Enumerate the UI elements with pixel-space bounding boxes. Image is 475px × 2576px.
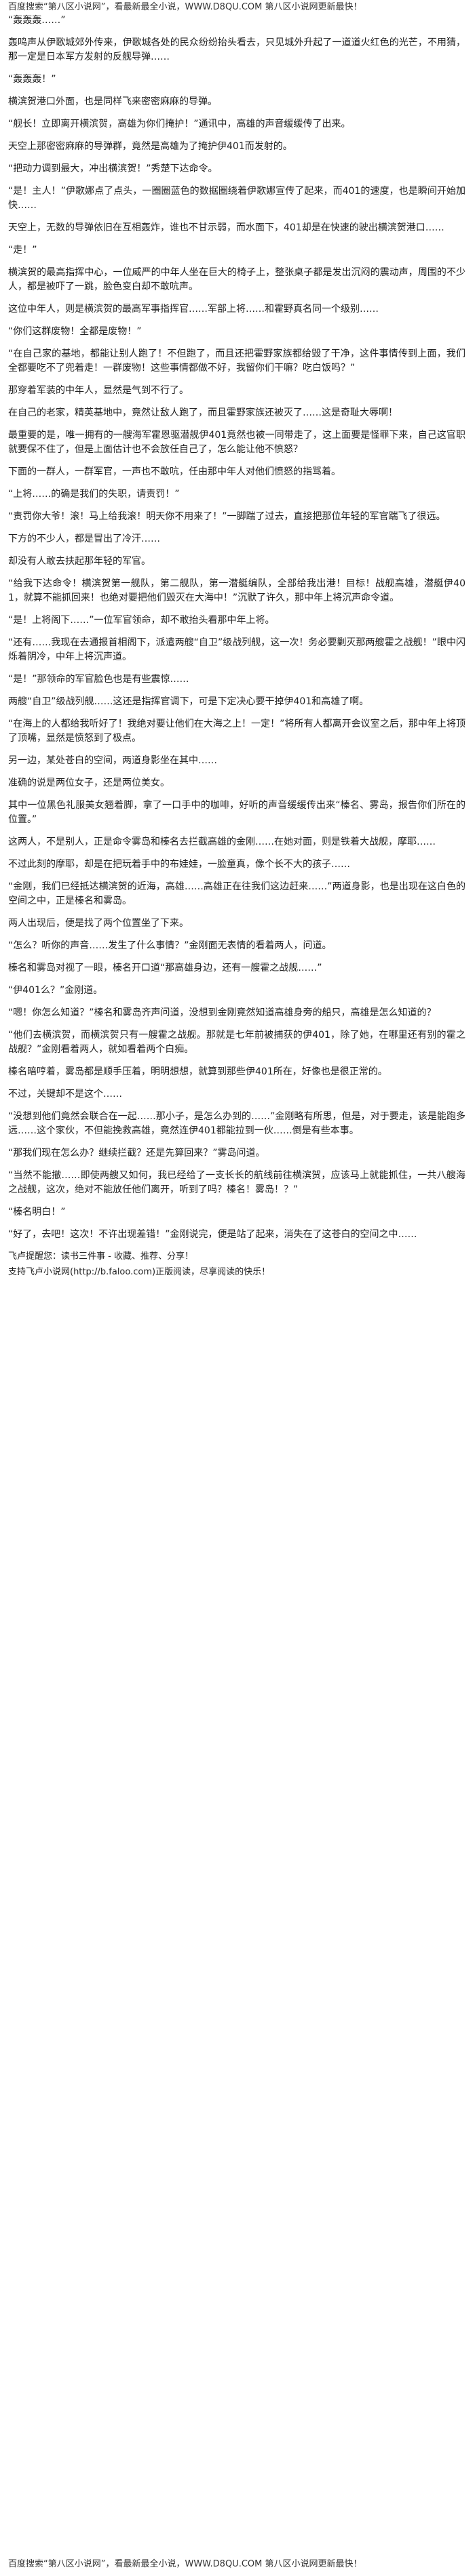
story-paragraph: “在海上的人都给我听好了！我绝对要让他们在大海之上！一定！”将所有人都离开会议室… xyxy=(8,719,466,744)
story-paragraph: “伊401么？”金刚道。 xyxy=(8,985,103,996)
story-paragraph: 这位中年人，则是横滨贺的最高军事指挥官……军部上将……和霍野真名同一个级别…… xyxy=(8,304,379,315)
story-paragraph: “金刚，我们已经抵达横滨贺的近海，高雄……高雄正在往我们这边赶来……”两道身影，… xyxy=(8,881,466,906)
chapter-content: “轰轰轰……” 轰鸣声从伊歌城郊外传来，伊歌城各处的民众纷纷抬头看去，只见城外升起… xyxy=(8,14,466,1242)
story-paragraph: 准确的说是两位女子，还是两位美女。 xyxy=(8,778,170,788)
site-banner-bottom: 百度搜索“第八区小说网”，看最新最全小说，WWW.D8QU.COM 第八区小说网… xyxy=(8,2559,362,2569)
story-paragraph: 在自己的老家，精英基地中，竟然让敌人跑了，而且霍野家族还被灭了……这是奇耻大辱啊… xyxy=(8,407,398,418)
story-paragraph: 横滨贺的最高指挥中心，一位威严的中年人坐在巨大的椅子上，整张桌子都是发出沉闷的震… xyxy=(8,267,466,292)
story-paragraph: “责罚你大爷！滚！马上给我滚！明天你不用来了！”一脚踹了过去，直接把那位年轻的军… xyxy=(8,511,446,522)
story-paragraph: 天空上那密密麻麻的导弹群，竟然是高雄为了掩护伊401而发射的。 xyxy=(8,141,292,152)
story-paragraph: 却没有人敢去扶起那年轻的军官。 xyxy=(8,556,151,567)
story-paragraph: “把动力调到最大，冲出横滨贺！”秀楚下达命令。 xyxy=(8,163,218,174)
story-paragraph: “走！” xyxy=(8,245,37,256)
story-paragraph: “轰轰轰！” xyxy=(8,74,56,85)
story-paragraph: 那穿着军装的中年人，显然是气到不行了。 xyxy=(8,385,189,396)
story-paragraph: “还有……我现在去通报首相阁下，派遣两艘“自卫”级战列舰，这一次！务必要剿灭那两… xyxy=(8,637,466,662)
story-paragraph: “上将……的确是我们的失职，请责罚！” xyxy=(8,489,180,500)
story-paragraph: 不过，关键却不是这个…… xyxy=(8,1089,122,1100)
story-paragraph: 轰鸣声从伊歌城郊外传来，伊歌城各处的民众纷纷抬头看去，只见城外升起了一道道火红色… xyxy=(8,37,466,62)
story-paragraph: “舰长！立即离开横滨贺，高雄为你们掩护！”通讯中，高雄的声音缓缓传了出来。 xyxy=(8,119,351,129)
story-paragraph: “在自己家的基地，都能让别人跑了！不但跑了，而且还把霍野家族都给毁了干净，这件事… xyxy=(8,348,466,374)
story-paragraph: “他们去横滨贺，而横滨贺只有一艘霍之战舰。那就是七年前被捕获的伊401，除了她，… xyxy=(8,1030,466,1055)
story-paragraph: 下面的一群人，一群军官，一声也不敢吭，任由那中年人对他们愤怒的指骂着。 xyxy=(8,466,341,477)
story-paragraph: 另一边，某处苍白的空间，两道身影坐在其中…… xyxy=(8,755,217,766)
reading-tip: 飞卢提醒您：读书三件事 - 收藏、推荐、分享！ xyxy=(8,1251,193,1262)
story-paragraph: “榛名明白！” xyxy=(8,1207,66,1217)
story-paragraph: “没想到他们竟然会联合在一起……那小子，是怎么办到的……”金刚略有所思，但是，对… xyxy=(8,1111,466,1136)
story-paragraph: “是！”那领命的军官脸色也是有些震惊…… xyxy=(8,674,189,685)
story-paragraph: “是！主人！”伊歌娜点了点头，一圈圈蓝色的数据圈绕着伊歌娜宣传了起来，而401的… xyxy=(8,186,466,211)
story-paragraph: 下方的不少人，都是冒出了冷汗…… xyxy=(8,534,160,544)
story-paragraph: “嗯！你怎么知道？”榛名和雾岛齐声问道，没想到金刚竟然知道高雄身旁的船只，高雄是… xyxy=(8,1007,436,1018)
story-paragraph: 其中一位黑色礼服美女翘着脚，拿了一口手中的咖啡，好听的声音缓缓传出来“榛名、雾岛… xyxy=(8,800,466,825)
story-paragraph: 榛名暗哼着，雾岛都是顺手压着，明明想想，就算到那些伊401所在，好像也是很正常的… xyxy=(8,1066,387,1077)
story-paragraph: 榛名和雾岛对视了一眼，榛名开口道“那高雄身边，还有一艘霍之战舰……” xyxy=(8,963,322,973)
story-paragraph: “那我们现在怎么办？继续拦截？还是先算回来？”雾岛问道。 xyxy=(8,1148,265,1159)
story-paragraph: “轰轰轰……” xyxy=(8,15,66,26)
story-paragraph: 不过此刻的摩耶，却是在把玩着手中的布娃娃，一脸童真，像个长不大的孩子…… xyxy=(8,859,350,870)
story-paragraph: 天空上，无数的导弹依旧在互相轰炸，谁也不甘示弱，而水面下，401却是在快速的驶出… xyxy=(8,222,444,233)
support-text: 支持飞卢小说网(http://b.faloo.com)正版阅读，尽享阅读的快乐！ xyxy=(8,1267,271,1277)
story-paragraph: “你们这群废物！全都是废物！” xyxy=(8,326,142,337)
story-paragraph: 这两人，不是别人，正是命令雾岛和榛名去拦截高雄的金刚……在她对面，则是铁着大战舰… xyxy=(8,837,436,847)
story-paragraph: “当然不能撤……即使两艘又如何，我已经给了一支长长的航线前往横滨贺，应该马上就能… xyxy=(8,1170,466,1195)
story-paragraph: 最重要的是，唯一拥有的一艘海军霍恩驱潜舰伊401竟然也被一同带走了，这上面要是怪… xyxy=(8,430,466,455)
site-banner-top: 百度搜索“第八区小说网”，看最新最全小说，WWW.D8QU.COM 第八区小说网… xyxy=(8,2,362,12)
story-paragraph: 横滨贺港口外面，也是同样飞来密密麻麻的导弹。 xyxy=(8,96,217,107)
story-paragraph: “好了，去吧！这次！不许出现差错！”金刚说完，便是站了起来，消失在了这苍白的空间… xyxy=(8,1229,417,1240)
story-paragraph: “给我下达命令！横滨贺第一舰队，第二舰队，第一潜艇编队，全部给我出港！目标！战舰… xyxy=(8,578,466,603)
story-paragraph: “怎么？听你的声音……发生了什么事情？”金刚面无表情的看着两人，问道。 xyxy=(8,940,332,951)
story-paragraph: 两人出现后，便是找了两个位置坐了下来。 xyxy=(8,918,189,929)
story-paragraph: 两艘“自卫”级战列舰……这还是指挥官调下，可是下定决心要干掉伊401和高雄了啊。 xyxy=(8,696,369,707)
story-paragraph: “是！上将阁下……”一位军官领命，却不敢抬头看那中年上将。 xyxy=(8,615,275,626)
